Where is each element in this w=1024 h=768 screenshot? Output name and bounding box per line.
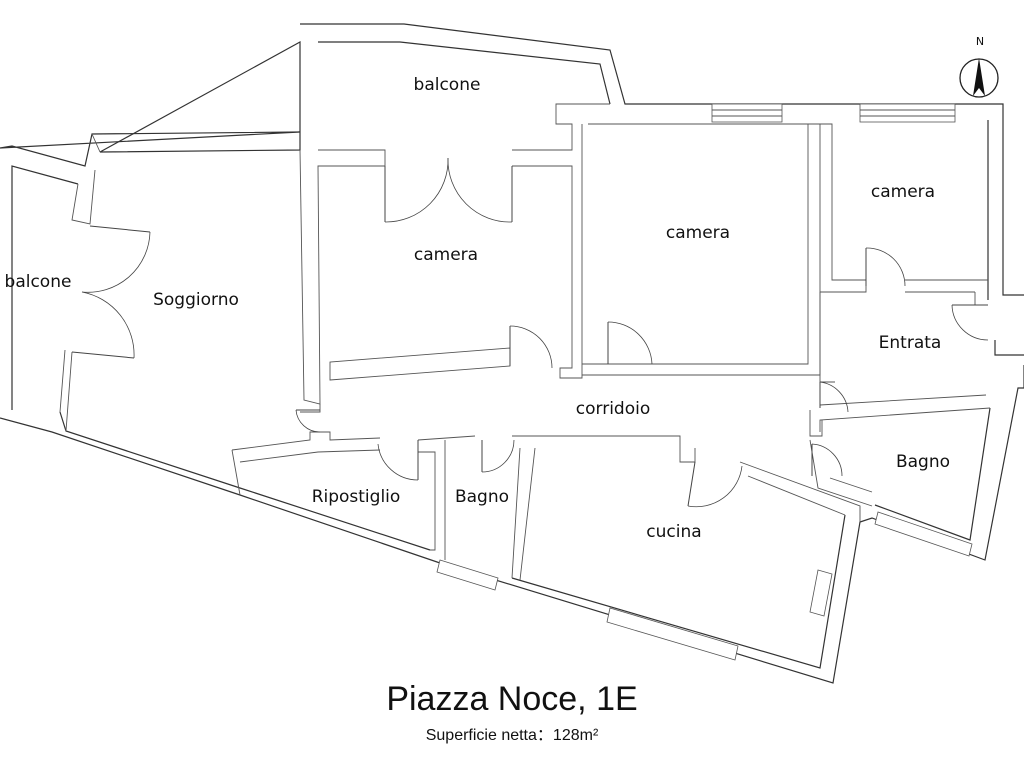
address-title: Piazza Noce, 1E <box>386 680 638 718</box>
door-balcone-top-arc-right <box>447 157 513 223</box>
window-camera2-north <box>711 103 783 123</box>
outer-wall-inner-line <box>11 40 1024 669</box>
outer-walls <box>0 23 1024 684</box>
door-cucina-leaf <box>687 461 696 507</box>
wall-cucina-east <box>739 410 873 522</box>
room-label-corridoio: corridoio <box>576 399 650 419</box>
wall-entrata <box>819 292 991 432</box>
surface-separator: ： <box>536 727 553 744</box>
door-camera2-arc <box>607 321 653 365</box>
door-cucina-arc <box>687 465 743 508</box>
surface-value: 128m² <box>552 727 599 744</box>
room-label-balcone-top: balcone <box>414 75 481 95</box>
door-balcone-left-arc-bottom <box>81 291 135 359</box>
door-bagno2-arc <box>811 443 843 477</box>
door-balcone-top-arc-left <box>384 157 449 223</box>
door-ripostiglio-arc <box>377 443 419 481</box>
wall-soggiorno-east <box>299 149 386 405</box>
room-labels: balcone balcone Soggiorno camera camera … <box>5 75 950 542</box>
room-label-camera-2: camera <box>666 223 730 243</box>
door-balcone-left-leaf-bottom <box>71 351 135 359</box>
wall-soggiorno-west <box>59 133 101 432</box>
door-balcone-left-arc-top <box>81 231 151 293</box>
room-label-camera-1: camera <box>414 245 478 265</box>
room-label-camera-3: camera <box>871 182 935 202</box>
room-label-cucina: cucina <box>646 522 701 542</box>
wall-camera2 <box>582 123 821 376</box>
compass: N <box>959 35 999 98</box>
compass-letter: N <box>976 35 984 48</box>
door-soggiorno-arc <box>295 409 321 433</box>
window-cucina-south <box>606 607 739 661</box>
window-bagno1 <box>436 559 499 591</box>
window-camera3-north <box>859 103 956 123</box>
interior-walls <box>59 103 991 581</box>
door-entrance-arc <box>951 304 989 341</box>
north-arrow-icon <box>973 58 985 96</box>
door-balcone-left-leaf-top <box>89 225 151 233</box>
doors <box>71 157 989 508</box>
window-cucina-east <box>809 569 833 617</box>
door-camera3-arc <box>865 247 906 287</box>
room-label-entrata: Entrata <box>879 333 942 353</box>
door-bagno1-arc <box>481 439 515 473</box>
windows <box>436 103 973 661</box>
room-label-ripostiglio: Ripostiglio <box>312 487 401 507</box>
room-label-bagno-2: Bagno <box>896 452 950 472</box>
wall-camera1-east <box>512 103 610 379</box>
surface-label: Superficie netta <box>425 727 537 744</box>
room-label-balcone-left: balcone <box>5 272 72 292</box>
surface-line: Superficie netta：128m² <box>0 721 1024 745</box>
room-label-bagno-1: Bagno <box>455 487 509 507</box>
room-label-soggiorno: Soggiorno <box>153 290 239 310</box>
window-bagno2 <box>874 511 973 557</box>
wall-camera1-south <box>329 347 511 381</box>
door-camera1-arc <box>509 325 553 369</box>
wall-camera3 <box>820 123 988 293</box>
door-entrata-arc <box>819 381 849 413</box>
